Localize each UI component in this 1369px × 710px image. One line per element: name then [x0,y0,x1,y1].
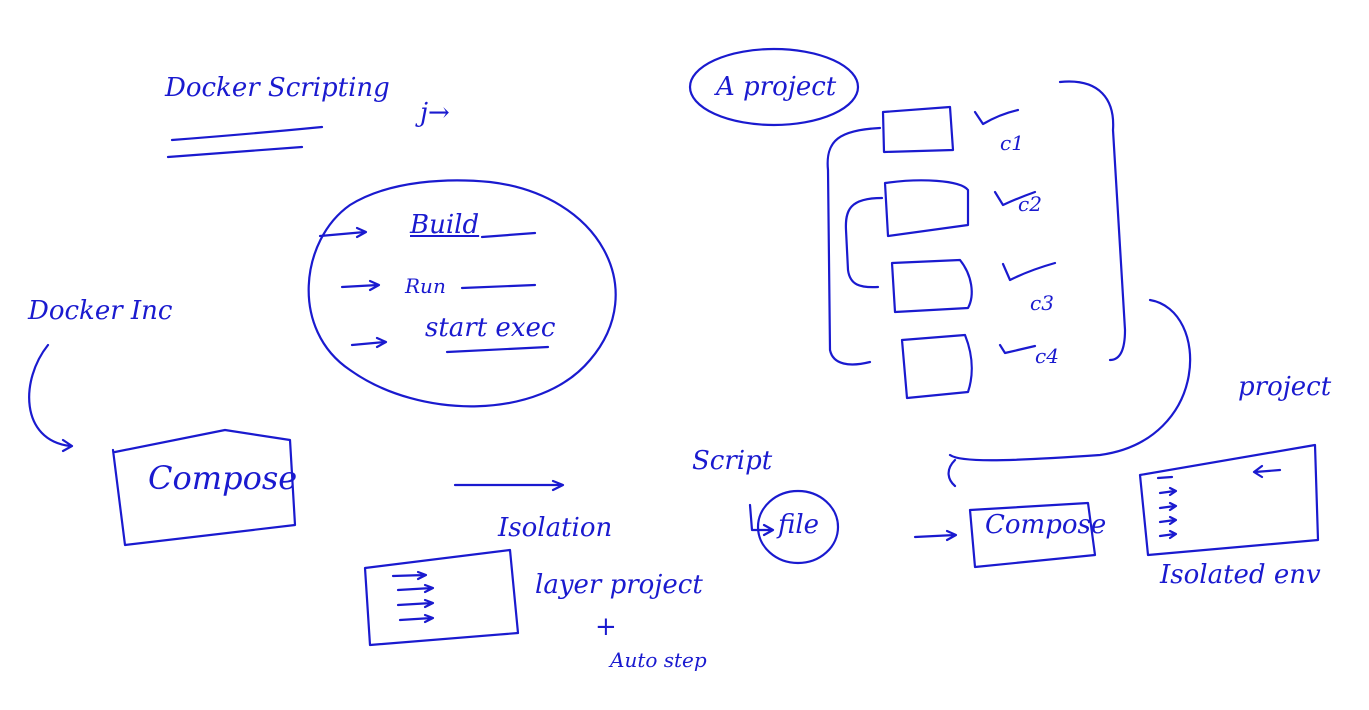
script-label: Script [692,446,773,476]
isolated-line-6 [1252,464,1282,479]
build-arrow [318,226,368,239]
layer-line-1 [391,570,428,581]
layer-line-3 [396,598,435,609]
compose-box-left [111,428,297,547]
outer-bracket-right [1058,80,1127,362]
container-1 [881,105,955,154]
a-project-label: A project [716,72,837,102]
compose-left-label: Compose [148,459,298,497]
exec-arrow [350,336,388,349]
layer-line-4 [398,613,435,624]
compose-box-right [968,501,1097,569]
build-label: Build [410,210,480,240]
layer-box [363,548,520,647]
layer-project-label: layer project [535,570,703,600]
check-c1 [973,108,1020,126]
title-underline-1 [170,125,324,142]
run-dash [460,283,537,290]
commands-ellipse [307,179,617,408]
isolated-line-3 [1158,501,1178,512]
isolated-line-2 [1158,486,1178,497]
c4-label: c4 [1035,344,1059,368]
isolation-label: Isolation [498,513,613,543]
check-c2 [993,190,1037,207]
isolated-line-4 [1158,515,1178,526]
start-exec-label: start exec [425,313,556,343]
exec-underline [445,345,550,354]
c3-label: c3 [1030,291,1054,315]
auto-step-label: Auto step [610,648,707,672]
check-c3 [1001,261,1057,282]
c1-label: c1 [1000,131,1024,155]
container-3 [890,258,973,314]
file-ellipse [756,489,840,565]
docker-scripting-label: Docker Scripting [165,73,390,103]
container-4 [900,333,973,400]
isolated-env-label: Isolated env [1160,560,1321,590]
file-label: file [778,510,820,540]
isolated-line-5 [1158,529,1178,540]
title-underline-2 [166,145,304,159]
docker-inc-label: Docker Inc [28,296,173,326]
outer-bracket-left [826,126,882,366]
file-to-compose-arrow [913,529,958,542]
project-label: project [1238,372,1332,402]
run-label: Run [405,274,446,298]
a-project-ellipse [688,47,860,127]
container-2 [883,179,970,238]
run-arrow [340,279,381,292]
compose-right-label: Compose [985,510,1107,540]
project-curve [947,298,1192,488]
compose-to-script-arrow [453,479,565,492]
inner-bracket-left [844,196,884,289]
build-dash [480,231,537,239]
isolated-line-1 [1156,475,1174,480]
isolated-box [1138,443,1320,557]
docker-inc-curve [28,343,74,453]
file-arrow [748,503,775,537]
plus-label: + [595,612,617,642]
layer-line-2 [396,583,435,594]
check-c4 [998,343,1037,355]
j-arrow-label: j→ [420,98,450,128]
c2-label: c2 [1018,192,1042,216]
